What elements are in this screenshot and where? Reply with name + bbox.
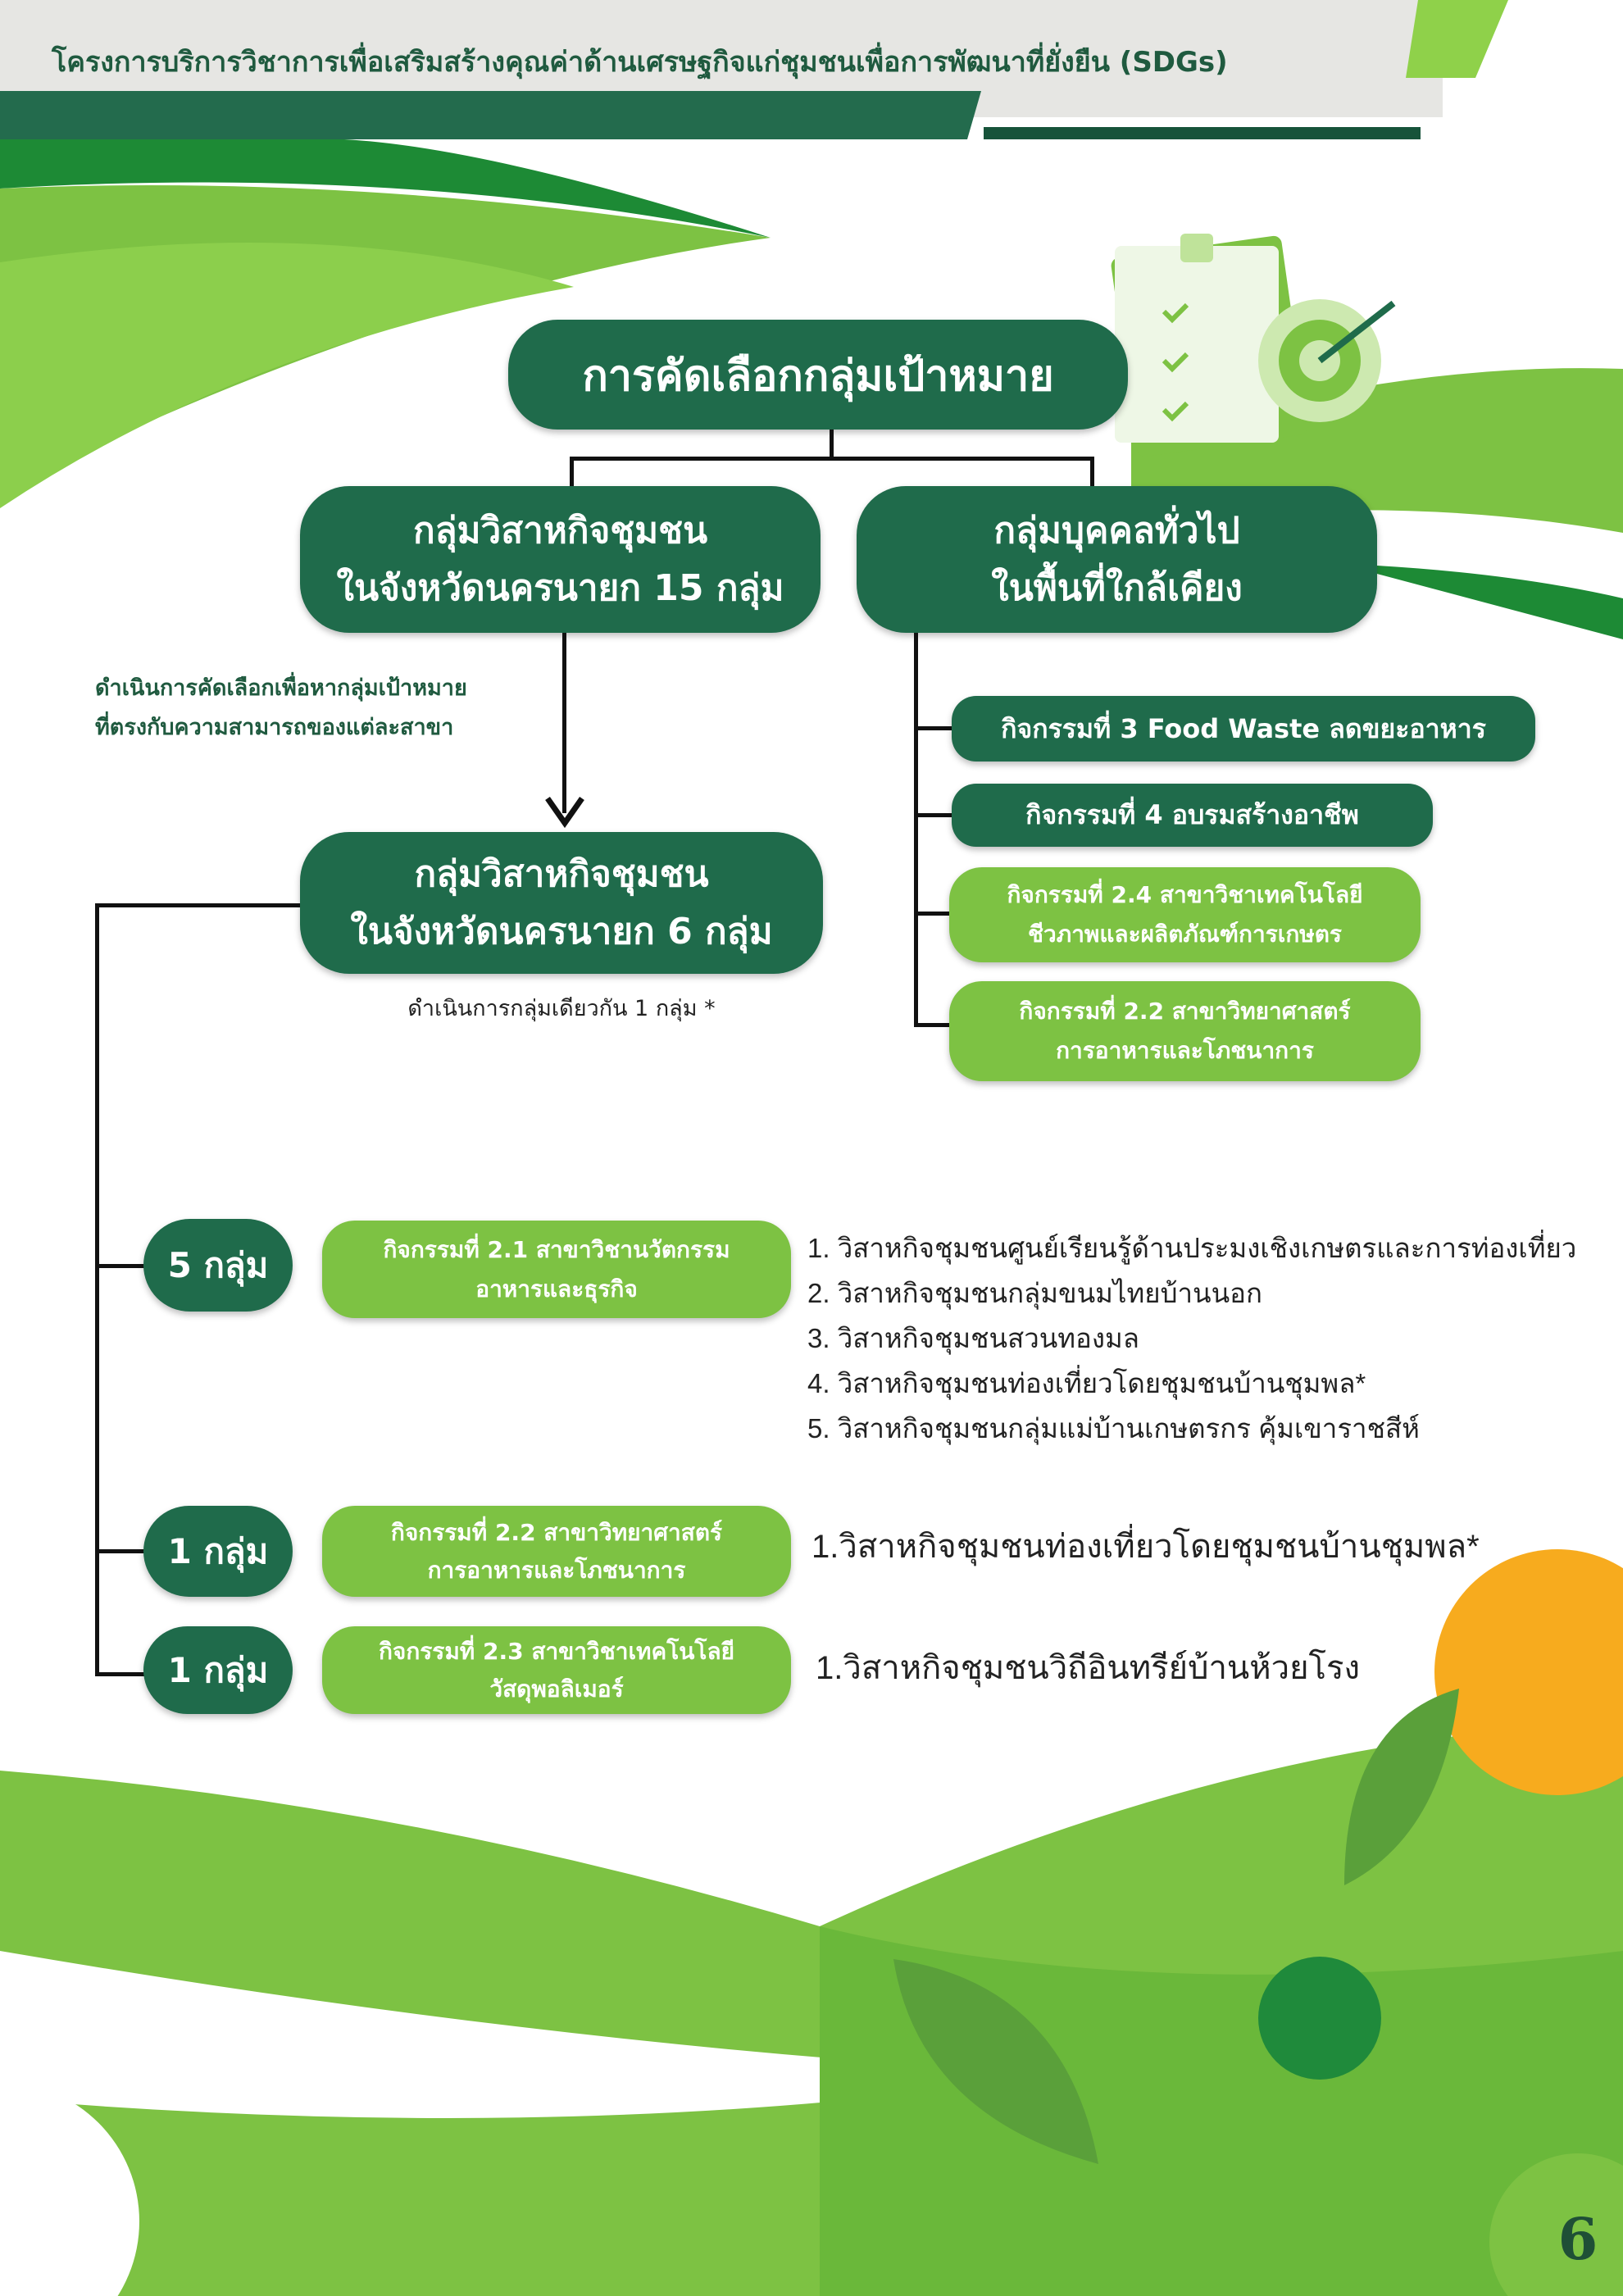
selected-note: ดำเนินการกลุ่มเดียวกัน 1 กลุ่ม *	[407, 996, 716, 1021]
connector	[914, 813, 955, 817]
left-branch-pill: กลุ่มวิสาหกิจชุมชนในจังหวัดนครนายก 15 กล…	[300, 486, 821, 633]
connector	[95, 903, 300, 907]
list-item: 4. วิสาหกิจชุมชนท่องเที่ยวโดยชุมชนบ้านชุ…	[807, 1368, 1366, 1398]
group-count-badge: 1 กลุ่ม	[143, 1506, 293, 1597]
selected-groups-pill: กลุ่มวิสาหกิจชุมชนในจังหวัดนครนายก 6 กลุ…	[300, 832, 823, 974]
group-list: 1.วิสาหกิจชุมชนท่องเที่ยวโดยชุมชนบ้านชุม…	[812, 1525, 1480, 1570]
pill-line: ในพื้นที่ใกล้เคียง	[991, 566, 1243, 609]
pill-line: กลุ่มวิสาหกิจชุมชน	[414, 852, 709, 895]
activity-pill: กิจกรรมที่ 2.4 สาขาวิชาเทคโนโลยีชีวภาพแล…	[949, 867, 1421, 962]
list-item: 3. วิสาหกิจชุมชนสวนทองมล	[807, 1323, 1139, 1353]
pill-line: กิจกรรมที่ 2.3 สาขาวิชาเทคโนโลยี	[378, 1637, 735, 1665]
count-text: 1 กลุ่ม	[167, 1649, 269, 1690]
leaf-icon	[1344, 1689, 1459, 1885]
activity-pill: กิจกรรมที่ 4 อบรมสร้างอาชีพ	[952, 784, 1433, 847]
connector	[570, 457, 1094, 461]
pill-line: อาหารและธุรกิจ	[475, 1275, 638, 1303]
note-line: ที่ตรงกับความสามารถของแต่ละสาขา	[95, 715, 454, 740]
header-title: โครงการบริการวิชาการเพื่อเสริมสร้างคุณค่…	[52, 46, 1228, 79]
connector	[1090, 457, 1094, 489]
note-line: ดำเนินการคัดเลือกเพื่อหากลุ่มเป้าหมาย	[95, 675, 467, 701]
group-activity-pill: กิจกรรมที่ 2.1 สาขาวิชานวัตกรรมอาหารและธ…	[322, 1221, 791, 1318]
activity-pill: กิจกรรมที่ 3 Food Waste ลดขยะอาหาร	[952, 696, 1535, 762]
connector	[914, 726, 955, 730]
group-count-badge: 5 กลุ่ม	[143, 1219, 293, 1312]
pill-line: การอาหารและโภชนาการ	[1056, 1037, 1314, 1064]
list-item: 5. วิสาหกิจชุมชนกลุ่มแม่บ้านเกษตรกร คุ้ม…	[807, 1413, 1420, 1444]
connector	[95, 1672, 144, 1676]
connector	[914, 1023, 955, 1027]
arrow-down-icon	[545, 796, 584, 828]
pill-line: กลุ่มบุคคลทั่วไป	[993, 509, 1240, 552]
group-activity-pill: กิจกรรมที่ 2.3 สาขาวิชาเทคโนโลยีวัสดุพอล…	[322, 1626, 791, 1714]
group-activity-pill: กิจกรรมที่ 2.2 สาขาวิทยาศาสตร์การอาหารแล…	[322, 1506, 791, 1597]
root-title: การคัดเลือกกลุ่มเป้าหมาย	[508, 320, 1128, 430]
list-item: 2. วิสาหกิจชุมชนกลุ่มขนมไทยบ้านนอก	[807, 1278, 1262, 1308]
count-text: 1 กลุ่ม	[167, 1530, 269, 1571]
connector	[95, 1264, 144, 1268]
activity-pill: กิจกรรมที่ 2.2 สาขาวิทยาศาสตร์การอาหารแล…	[949, 981, 1421, 1081]
pill-line: ชีวภาพและผลิตภัณฑ์การเกษตร	[1028, 921, 1342, 948]
root-title-text: การคัดเลือกกลุ่มเป้าหมาย	[582, 351, 1054, 401]
connector	[95, 1549, 144, 1553]
selection-note: ดำเนินการคัดเลือกเพื่อหากลุ่มเป้าหมายที่…	[95, 669, 467, 748]
group-list: 1. วิสาหกิจชุมชนศูนย์เรียนรู้ด้านประมงเช…	[807, 1225, 1576, 1451]
pill-line: กิจกรรมที่ 2.1 สาขาวิชานวัตกรรม	[383, 1235, 730, 1263]
list-item: 1.วิสาหกิจชุมชนวิถีอินทรีย์บ้านห้วยโรง	[816, 1650, 1361, 1686]
right-branch-pill: กลุ่มบุคคลทั่วไปในพื้นที่ใกล้เคียง	[857, 486, 1377, 633]
pill-line: วัสดุพอลิเมอร์	[489, 1675, 624, 1703]
connector	[914, 633, 918, 1026]
pill-line: กลุ่มวิสาหกิจชุมชน	[412, 509, 708, 552]
connector	[914, 912, 955, 916]
pill-line: ในจังหวัดนครนายก 15 กลุ่ม	[336, 566, 784, 609]
list-item: 1. วิสาหกิจชุมชนศูนย์เรียนรู้ด้านประมงเช…	[807, 1233, 1577, 1263]
leaf-icon	[893, 1959, 1098, 2164]
clipboard-target-illustration	[1111, 234, 1396, 457]
pill-line: กิจกรรมที่ 2.2 สาขาวิทยาศาสตร์	[1019, 998, 1351, 1025]
connector	[830, 430, 834, 459]
pill-line: กิจกรรมที่ 3 Food Waste ลดขยะอาหาร	[1001, 712, 1486, 744]
count-text: 5 กลุ่ม	[167, 1244, 269, 1285]
list-item: 1.วิสาหกิจชุมชนท่องเที่ยวโดยชุมชนบ้านชุม…	[812, 1529, 1480, 1565]
group-list: 1.วิสาหกิจชุมชนวิถีอินทรีย์บ้านห้วยโรง	[816, 1646, 1360, 1691]
arrow-shaft	[562, 633, 566, 813]
group-count-badge: 1 กลุ่ม	[143, 1626, 293, 1714]
pill-line: การอาหารและโภชนาการ	[427, 1556, 686, 1584]
pill-line: กิจกรรมที่ 4 อบรมสร้างอาชีพ	[1025, 799, 1359, 830]
pill-line: กิจกรรมที่ 2.4 สาขาวิชาเทคโนโลยี	[1007, 881, 1363, 908]
page-number: 6	[1557, 2205, 1598, 2273]
connector	[570, 457, 574, 489]
pill-line: กิจกรรมที่ 2.2 สาขาวิทยาศาสตร์	[390, 1518, 723, 1546]
pill-line: ในจังหวัดนครนายก 6 กลุ่ม	[350, 910, 773, 952]
connector	[95, 903, 99, 1676]
